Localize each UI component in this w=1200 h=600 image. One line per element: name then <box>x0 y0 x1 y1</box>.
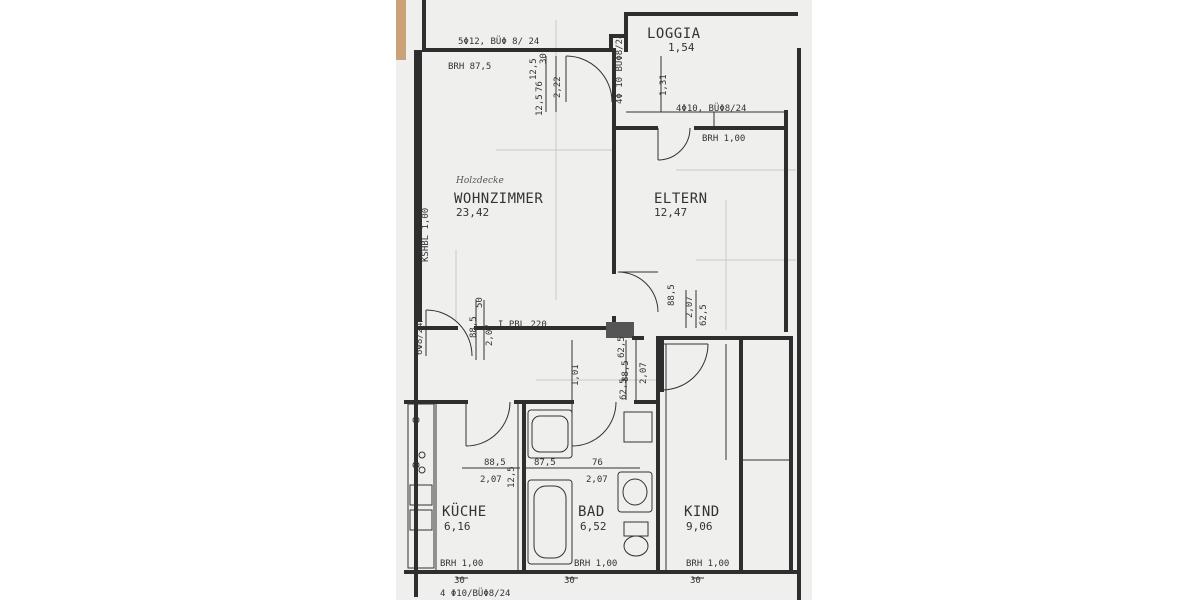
dim-30-kueche: 30 <box>454 576 465 586</box>
dim-207-bad: 2,07 <box>586 475 608 485</box>
dimension-lines <box>456 56 704 579</box>
label-lintel-eltern: 4Φ10, BÜΦ8/24 <box>676 103 746 114</box>
dim-222: 2,22 <box>553 76 563 98</box>
label-bottom-lintel: 4 Φ10/BÜΦ8/24 <box>440 588 510 599</box>
dim-885-hall: 88,5 <box>621 360 631 382</box>
chimney-hatch <box>606 322 634 338</box>
dim-207-kueche: 2,07 <box>480 475 502 485</box>
dim-30-top: 30 <box>539 53 549 64</box>
label-brh-kind: BRH 1,00 <box>686 559 729 569</box>
label-top-lintel: 5Φ12, BÜΦ 8/ 24 <box>458 36 539 47</box>
room-name-wohnzimmer: WOHNZIMMER <box>454 191 543 207</box>
floor-plan: LOGGIA 1,54 Holzdecke WOHNZIMMER 23,42 E… <box>396 0 812 600</box>
label-lintel-left: 6Φ8/24/90 <box>415 306 425 355</box>
dim-885-kueche: 88,5 <box>484 458 506 468</box>
dim-125-kueche: 12,5 <box>507 466 517 488</box>
dim-207-wohn: 2,07 <box>485 324 495 346</box>
wohnzimmer-note: Holzdecke <box>455 176 504 186</box>
dim-131: 1,31 <box>659 74 669 96</box>
dim-30-kind: 30 <box>690 576 701 586</box>
dim-625-hall2: 62,5 <box>619 378 629 400</box>
label-brh-wohn: BRH 87,5 <box>448 62 491 72</box>
label-lintel-loggia: 4Φ 10 BÜΦ8/24 <box>614 34 625 104</box>
label-brh-kueche: BRH 1,00 <box>440 559 483 569</box>
label-brh-eltern: BRH 1,00 <box>702 134 745 144</box>
dim-625-eltern: 62,5 <box>699 304 709 326</box>
dim-76-bad: 76 <box>592 458 603 468</box>
room-name-bad: BAD <box>578 504 605 520</box>
wood-backdrop <box>396 0 406 60</box>
room-area-bad: 6,52 <box>580 520 607 533</box>
dim-885-eltern: 88,5 <box>667 284 677 306</box>
room-name-kind: KIND <box>684 504 720 520</box>
label-pbl: I PBL 220 <box>498 320 547 330</box>
room-area-eltern: 12,47 <box>654 206 687 219</box>
dim-50: 50 <box>475 297 485 308</box>
room-area-kind: 9,06 <box>686 520 713 533</box>
kitchen-fixtures <box>407 403 435 569</box>
label-brh-bad: BRH 1,00 <box>574 559 617 569</box>
room-name-eltern: ELTERN <box>654 191 708 207</box>
walls <box>404 0 801 600</box>
dim-125-top: 12,5 <box>529 58 539 80</box>
dim-875-bad: 87,5 <box>534 458 556 468</box>
doors <box>425 55 709 447</box>
dim-207-eltern: 2,07 <box>685 296 695 318</box>
dim-30-bad: 30 <box>564 576 575 586</box>
room-area-loggia: 1,54 <box>668 41 695 54</box>
room-area-wohnzimmer: 23,42 <box>456 206 489 219</box>
label-kshbl: KSHBL 1,00 <box>421 208 431 262</box>
room-name-kueche: KÜCHE <box>442 502 487 520</box>
dim-885-wohn: 88,5 <box>469 316 479 338</box>
dim-101: 1,01 <box>571 364 581 386</box>
dim-125-lower: 12,5 <box>535 94 545 116</box>
dim-76-top: 76 <box>535 81 545 92</box>
room-area-kueche: 6,16 <box>444 520 471 533</box>
room-name-loggia: LOGGIA <box>647 26 701 42</box>
dim-625-hall: 62,5 <box>617 336 627 358</box>
dim-207-hall: 2,07 <box>639 362 649 384</box>
